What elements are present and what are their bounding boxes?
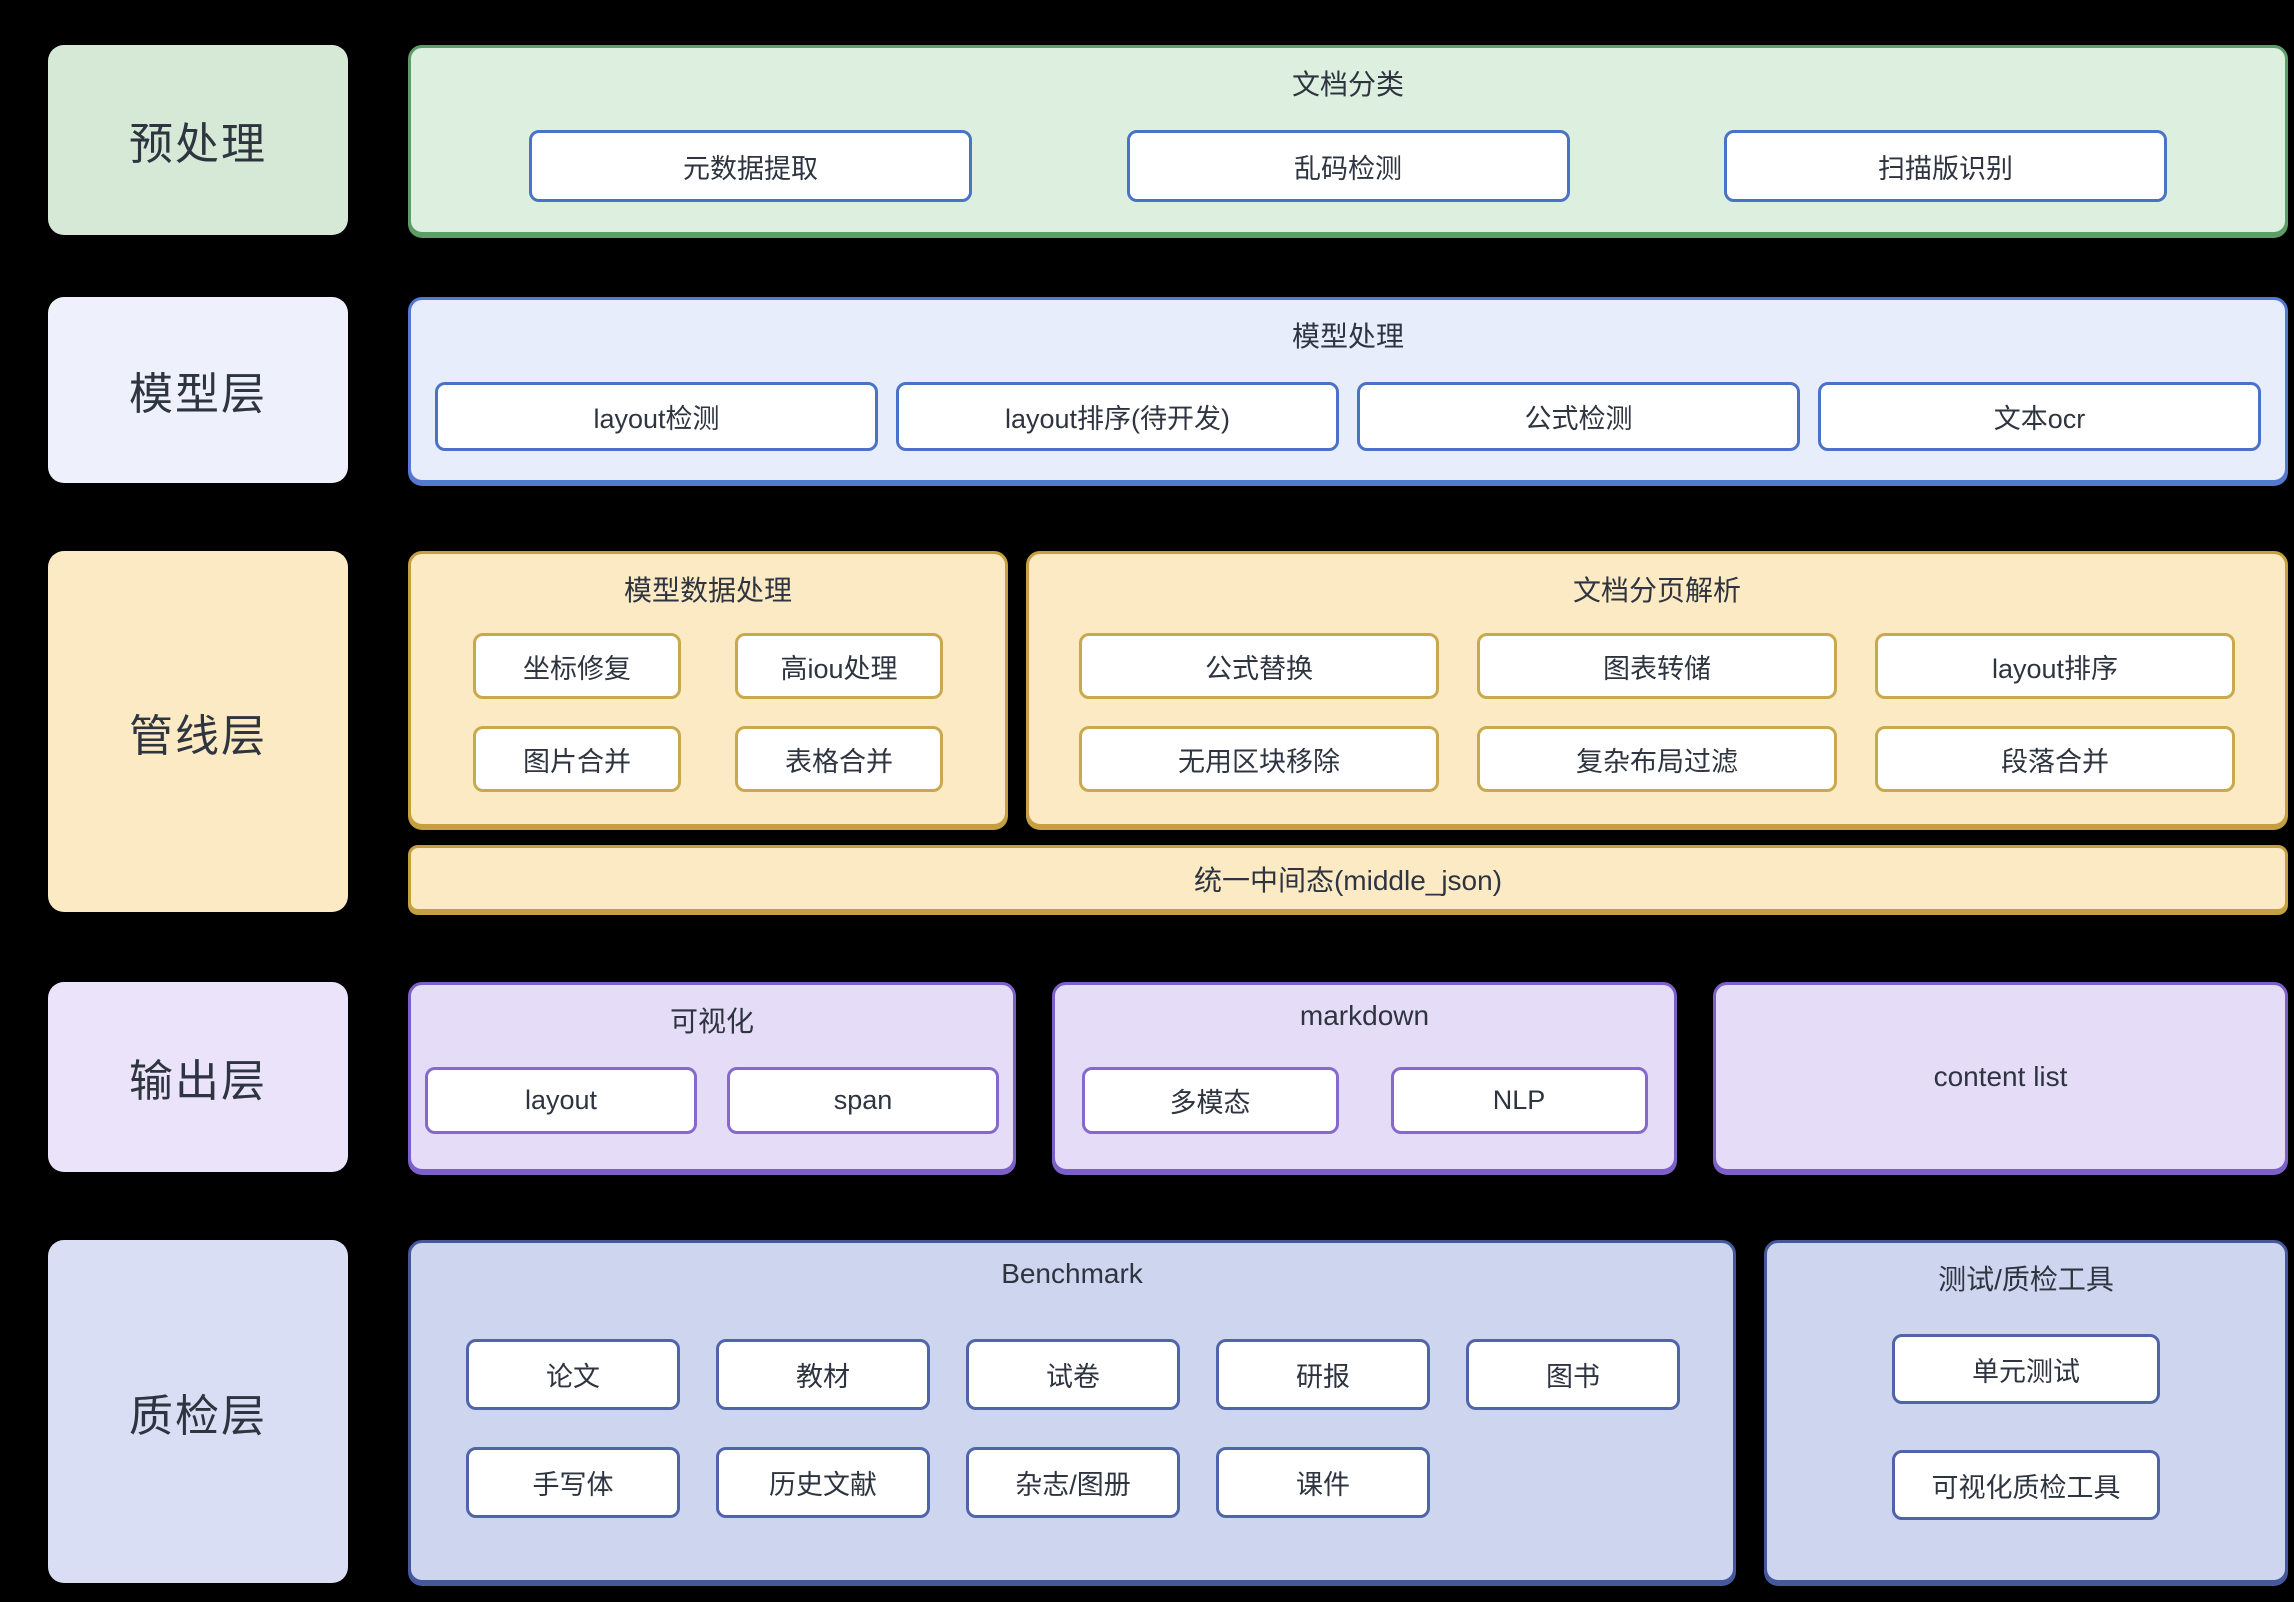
node-formula-detection: 公式检测	[1357, 382, 1800, 451]
group-model-data-processing: 模型数据处理 坐标修复 高iou处理 图片合并 表格合并	[408, 551, 1008, 827]
row-output-layer: 输出层 可视化 layout span markdown 多模态 NLP con…	[48, 982, 2288, 1172]
node-image-merge: 图片合并	[473, 726, 681, 792]
row-preprocessing: 预处理 文档分类 元数据提取 乱码检测 扫描版识别	[48, 45, 2288, 235]
group-model-processing: 模型处理 layout检测 layout排序(待开发) 公式检测 文本ocr	[408, 297, 2288, 483]
node-viz-span: span	[727, 1067, 999, 1134]
group-title: 可视化	[669, 1006, 754, 1037]
row-qc-layer: 质检层 Benchmark 论文 教材 试卷 研报 图书 手写体 历史文献 杂志…	[48, 1240, 2288, 1583]
layer-label-preprocessing: 预处理	[48, 45, 348, 235]
node-row: layout span	[411, 1067, 1013, 1134]
layer-label-text: 质检层	[129, 1391, 267, 1441]
node-bench-magazine-album: 杂志/图册	[966, 1447, 1180, 1518]
group-title: 模型数据处理	[623, 575, 792, 606]
node-bench-historical-doc: 历史文献	[716, 1447, 930, 1518]
group-test-qc-tools: 测试/质检工具 单元测试 可视化质检工具	[1764, 1240, 2288, 1583]
node-row: 元数据提取 乱码检测 扫描版识别	[411, 130, 2285, 202]
layer-label-output: 输出层	[48, 982, 348, 1172]
layer-label-model: 模型层	[48, 297, 348, 483]
node-layout-sorting-wip: layout排序(待开发)	[896, 382, 1339, 451]
benchmark-row-2: 手写体 历史文献 杂志/图册 课件	[411, 1447, 1733, 1518]
row-pipeline-layer: 管线层 模型数据处理 坐标修复 高iou处理 图片合并 表格合并 文档分页解析 …	[48, 551, 2288, 912]
pipeline-groups: 模型数据处理 坐标修复 高iou处理 图片合并 表格合并 文档分页解析 公式替换…	[408, 551, 2288, 827]
row-content-preprocessing: 文档分类 元数据提取 乱码检测 扫描版识别	[408, 45, 2288, 235]
node-viz-layout: layout	[425, 1067, 697, 1134]
node-garbled-text-detection: 乱码检测	[1126, 130, 1570, 202]
node-formula-replace: 公式替换	[1079, 633, 1439, 699]
node-bench-book: 图书	[1466, 1339, 1680, 1410]
node-row: 多模态 NLP	[1055, 1067, 1674, 1134]
node-bench-research-report: 研报	[1216, 1339, 1430, 1410]
benchmark-row-1: 论文 教材 试卷 研报 图书	[411, 1339, 1733, 1410]
node-bench-courseware: 课件	[1216, 1447, 1430, 1518]
node-scanned-doc-detection: 扫描版识别	[1724, 130, 2167, 202]
row-content-output: 可视化 layout span markdown 多模态 NLP content…	[408, 982, 2288, 1172]
layer-label-text: 预处理	[129, 120, 267, 169]
layer-label-qc: 质检层	[48, 1240, 348, 1583]
node-row: layout检测 layout排序(待开发) 公式检测 文本ocr	[411, 382, 2285, 451]
node-complex-layout-filter: 复杂布局过滤	[1477, 726, 1837, 792]
node-metadata-extraction: 元数据提取	[529, 130, 972, 202]
node-grid: 公式替换 图表转储 layout排序 无用区块移除 复杂布局过滤 段落合并	[1029, 633, 2285, 792]
node-md-nlp: NLP	[1390, 1067, 1648, 1134]
group-title: 文档分页解析	[1572, 575, 1741, 606]
content-list-label: content list	[1933, 1061, 2068, 1092]
group-title: 文档分类	[1291, 69, 1404, 100]
group-doc-page-parsing: 文档分页解析 公式替换 图表转储 layout排序 无用区块移除 复杂布局过滤 …	[1026, 551, 2288, 827]
layer-label-pipeline: 管线层	[48, 551, 348, 912]
group-document-classification: 文档分类 元数据提取 乱码检测 扫描版识别	[408, 45, 2288, 235]
node-bench-exam-paper: 试卷	[966, 1339, 1180, 1410]
row-content-model: 模型处理 layout检测 layout排序(待开发) 公式检测 文本ocr	[408, 297, 2288, 483]
group-markdown: markdown 多模态 NLP	[1052, 982, 1677, 1172]
layer-label-text: 模型层	[129, 370, 267, 419]
node-high-iou-handling: 高iou处理	[735, 633, 943, 699]
group-title: markdown	[1299, 1000, 1430, 1031]
node-layout-sorting: layout排序	[1875, 633, 2235, 699]
node-paragraph-merge: 段落合并	[1875, 726, 2235, 792]
node-bench-handwriting: 手写体	[466, 1447, 680, 1518]
node-table-merge: 表格合并	[735, 726, 943, 792]
row-model-layer: 模型层 模型处理 layout检测 layout排序(待开发) 公式检测 文本o…	[48, 297, 2288, 483]
group-visualization: 可视化 layout span	[408, 982, 1016, 1172]
row-content-pipeline: 模型数据处理 坐标修复 高iou处理 图片合并 表格合并 文档分页解析 公式替换…	[408, 551, 2288, 912]
node-useless-block-removal: 无用区块移除	[1079, 726, 1439, 792]
node-chart-dump: 图表转储	[1477, 633, 1837, 699]
node-visual-qc-tool: 可视化质检工具	[1892, 1450, 2160, 1520]
node-text-ocr: 文本ocr	[1818, 382, 2261, 451]
group-title: 测试/质检工具	[1938, 1264, 2114, 1295]
group-title: Benchmark	[1001, 1258, 1143, 1289]
node-md-multimodal: 多模态	[1081, 1067, 1339, 1134]
row-content-qc: Benchmark 论文 教材 试卷 研报 图书 手写体 历史文献 杂志/图册 …	[408, 1240, 2288, 1583]
group-content-list: content list	[1713, 982, 2288, 1172]
node-unit-test: 单元测试	[1892, 1334, 2160, 1404]
node-bench-textbook: 教材	[716, 1339, 930, 1410]
bar-middle-json: 统一中间态(middle_json)	[408, 845, 2288, 912]
node-bench-paper: 论文	[466, 1339, 680, 1410]
node-grid: 坐标修复 高iou处理 图片合并 表格合并	[411, 633, 1005, 792]
layer-label-text: 输出层	[129, 1057, 267, 1106]
group-benchmark: Benchmark 论文 教材 试卷 研报 图书 手写体 历史文献 杂志/图册 …	[408, 1240, 1736, 1583]
node-layout-detection: layout检测	[435, 382, 878, 451]
node-coordinate-fix: 坐标修复	[473, 633, 681, 699]
layer-label-text: 管线层	[129, 711, 267, 761]
group-title: 模型处理	[1291, 321, 1404, 352]
